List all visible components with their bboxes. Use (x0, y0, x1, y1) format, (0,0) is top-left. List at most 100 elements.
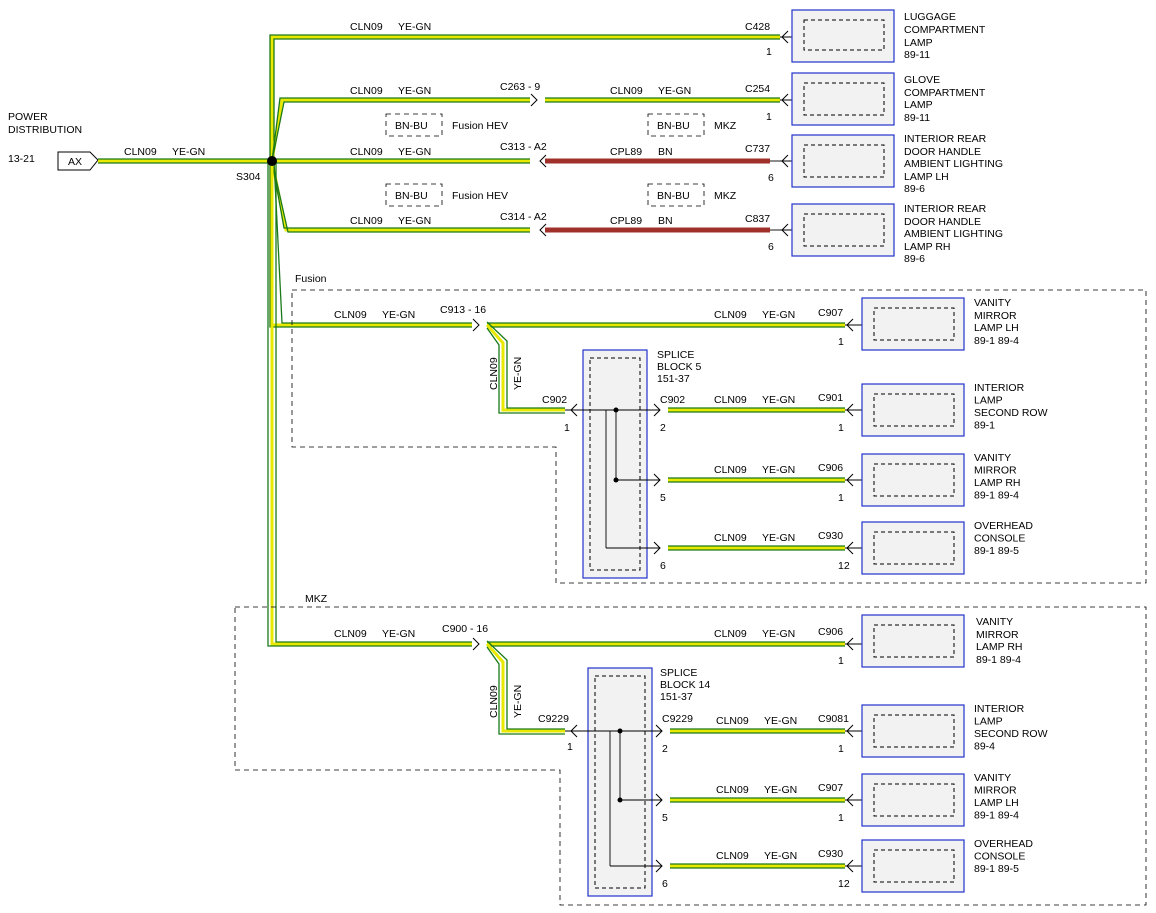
fusion-main-color: YE-GN (382, 309, 415, 321)
mkz-output-component[interactable] (861, 773, 965, 827)
glove-l3: LAMP (904, 99, 933, 111)
mkz-output-component-label: OVERHEAD (974, 838, 1033, 850)
splice5-l2: BLOCK 5 (657, 361, 702, 373)
splice5-ref: 151-37 (657, 373, 690, 385)
wire-source[interactable] (98, 158, 272, 164)
wire-fusion-drop[interactable] (485, 321, 565, 414)
w4-color2: BN (658, 215, 673, 227)
mkz-output-component[interactable] (861, 704, 965, 758)
splice-s304-label: S304 (236, 171, 261, 183)
w2-circuit2: CLN09 (610, 85, 643, 97)
mkz-out-pin: 2 (662, 743, 668, 755)
mkz-out-conn-pin: 1 (838, 743, 844, 755)
fusion-section-outline (291, 289, 1147, 584)
component-luggage-lamp[interactable] (791, 9, 895, 63)
fusion-output-component-ref: 89-1 89-4 (974, 490, 1019, 502)
component-door-rh[interactable] (791, 203, 895, 257)
fusion-out-conn: C901 (818, 392, 843, 404)
fusion-output-component-ref: 89-1 89-5 (974, 545, 1019, 557)
luggage-l1: LUGGAGE (904, 11, 956, 23)
mkz-drop-circuit: CLN09 (488, 685, 500, 718)
fusion-output-wire[interactable] (668, 477, 845, 483)
splice5-out-conn: C902 (660, 394, 685, 406)
component-door-lh[interactable] (791, 134, 895, 188)
mkz-drop-color: YE-GN (512, 685, 524, 718)
fusion-main-pin: 1 (838, 336, 844, 348)
wire-trunk[interactable] (267, 34, 845, 647)
fusion-vanity-lh-l1: VANITY (974, 297, 1011, 309)
splice5-bus (565, 403, 661, 555)
fusion-output-component-label: LAMP (974, 395, 1003, 407)
w4-connector: C837 (745, 213, 770, 225)
mkz-output-wire[interactable] (670, 797, 845, 803)
mkz-out-circuit: CLN09 (716, 715, 749, 727)
fusion-inline: C913 - 16 (440, 304, 486, 316)
door-rh-l3: AMBIENT LIGHTING (904, 228, 1003, 240)
w1-color: YE-GN (398, 21, 431, 33)
door-rh-l4: LAMP RH (904, 241, 951, 253)
fusion-output-wire[interactable] (668, 407, 845, 413)
mkz-out-conn: C9081 (818, 713, 849, 725)
fusion-output-component[interactable] (861, 521, 965, 575)
mkz-output-component[interactable] (861, 839, 965, 893)
luggage-l2: COMPARTMENT (904, 24, 986, 36)
mkz-output-wire[interactable] (670, 863, 845, 869)
wire-mkz-drop[interactable] (485, 640, 565, 735)
splice14-out-conn: C9229 (662, 713, 693, 725)
door-rh-l2: DOOR HANDLE (904, 216, 981, 228)
door-lh-l3: AMBIENT LIGHTING (904, 158, 1003, 170)
splice14-bus (565, 724, 663, 873)
mkz-main-circuit2: CLN09 (714, 628, 747, 640)
w2-pin: 1 (766, 111, 772, 123)
w1-pin: 1 (766, 46, 772, 58)
w4-inline: C314 - A2 (500, 211, 547, 223)
fusion-output-component[interactable] (861, 453, 965, 507)
fusion-output-component-label: INTERIOR (974, 382, 1025, 394)
w3-circuit2: CPL89 (610, 146, 642, 158)
mkz-out-conn: C930 (818, 848, 843, 860)
door-lh-l4: LAMP LH (904, 171, 949, 183)
fusion-out-pin: 2 (660, 422, 666, 434)
fusion-out-circuit: CLN09 (714, 532, 747, 544)
component-glove-lamp[interactable] (791, 72, 895, 126)
mkz-main-conn: C906 (818, 626, 843, 638)
variant-hev-1-color: BN-BU (395, 120, 428, 132)
w1-connector: C428 (745, 21, 770, 33)
mkz-main-color2: YE-GN (762, 628, 795, 640)
fusion-main-circuit2: CLN09 (714, 309, 747, 321)
glove-l2: COMPARTMENT (904, 87, 986, 99)
source-connector-shape[interactable] (57, 151, 99, 171)
splice14-l1: SPLICE (660, 667, 697, 679)
mkz-output-component-label: CONSOLE (974, 851, 1025, 863)
variant-mkz-1: MKZ (714, 120, 737, 132)
fusion-output-component-label: MIRROR (974, 465, 1017, 477)
component-fusion-vanity-lh[interactable] (861, 297, 965, 351)
fusion-out-pin: 5 (660, 492, 666, 504)
fusion-output-component-label: VANITY (974, 452, 1011, 464)
w3-color2: BN (658, 146, 673, 158)
mkz-out-conn-pin: 1 (838, 812, 844, 824)
w4-circuit2: CPL89 (610, 215, 642, 227)
mkz-vanity-rh-l3: LAMP RH (976, 641, 1023, 653)
variant-mkz-1-color: BN-BU (657, 120, 690, 132)
mkz-output-component-label: INTERIOR (974, 703, 1025, 715)
w1-circuit: CLN09 (350, 21, 383, 33)
fusion-output-component[interactable] (861, 383, 965, 437)
fusion-vanity-lh-l3: LAMP LH (974, 322, 1019, 334)
splice-block-5[interactable] (582, 349, 648, 579)
fusion-out-conn-pin: 1 (838, 492, 844, 504)
variant-box-mkz-1 (647, 113, 705, 137)
mkz-output-wire[interactable] (670, 728, 845, 734)
mkz-output-component-label: VANITY (974, 772, 1011, 784)
fusion-vanity-lh-l2: MIRROR (974, 310, 1017, 322)
mkz-vanity-rh-l1: VANITY (976, 616, 1013, 628)
fusion-output-wire[interactable] (668, 545, 845, 551)
w3-color: YE-GN (398, 146, 431, 158)
mkz-out-circuit: CLN09 (716, 850, 749, 862)
fusion-out-color: YE-GN (762, 464, 795, 476)
mkz-output-component-ref: 89-1 89-5 (974, 863, 1019, 875)
component-mkz-vanity-rh[interactable] (861, 614, 965, 668)
fusion-inline-arrow (472, 318, 480, 332)
